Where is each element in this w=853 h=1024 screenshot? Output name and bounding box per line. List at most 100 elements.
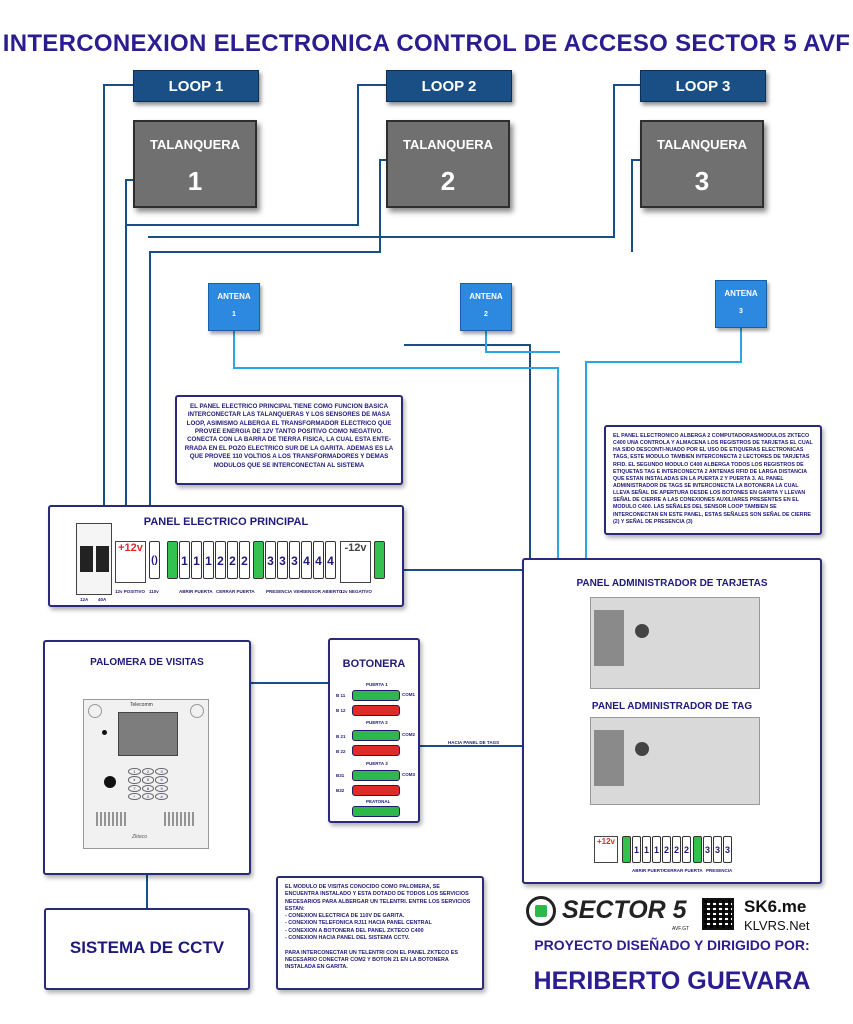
antenna-3-label: ANTENA bbox=[724, 289, 758, 298]
credit-line: PROYECTO DISEÑADO Y DIRIGIDO POR: bbox=[534, 937, 810, 953]
gate-1-number: 1 bbox=[187, 166, 203, 196]
key-6[interactable]: 6 bbox=[155, 776, 168, 784]
tag-terminal-1b: 1 bbox=[642, 836, 651, 863]
loop-3-label: LOOP 3 bbox=[675, 78, 731, 95]
speaker-grill-right-icon bbox=[164, 812, 194, 826]
breaker-block bbox=[76, 523, 112, 595]
tag-terminal-2c: 2 bbox=[682, 836, 691, 863]
board-tag-chip bbox=[594, 730, 624, 786]
key-7[interactable]: 7 bbox=[128, 784, 141, 792]
group-label-abrir: ABRIR PUERTA bbox=[179, 589, 213, 594]
gate-3: TALANQUERA 3 bbox=[640, 120, 764, 208]
terminal-2c: 2 bbox=[239, 541, 250, 579]
cctv-label: SISTEMA DE CCTV bbox=[69, 938, 225, 957]
wire-antenna-2 bbox=[485, 331, 560, 353]
button-b22[interactable] bbox=[352, 745, 400, 756]
key-hash[interactable]: # bbox=[155, 792, 168, 800]
tag-terminal-1a: 1 bbox=[632, 836, 641, 863]
loop-3: LOOP 3 bbox=[640, 70, 766, 102]
button-b21[interactable] bbox=[352, 730, 400, 741]
palomera-title: PALOMERA DE VISITAS bbox=[90, 657, 204, 668]
antenna-2-label: ANTENA bbox=[469, 292, 503, 301]
button-b21-label: B 21 bbox=[336, 734, 346, 739]
button-peatonal[interactable] bbox=[352, 806, 400, 817]
tag-positive-label: +12v bbox=[596, 837, 616, 846]
tag-positive-block: +12v bbox=[594, 836, 618, 863]
speaker-grill-left-icon bbox=[96, 812, 126, 826]
key-1[interactable]: 1 bbox=[128, 768, 141, 776]
breaker-40a bbox=[96, 546, 109, 572]
gate-1: TALANQUERA 1 bbox=[133, 120, 257, 208]
link-label-tags: HACIA PANEL DE TAGS bbox=[448, 740, 500, 745]
tag-terminal-2b: 2 bbox=[672, 836, 681, 863]
terminal-1c: 1 bbox=[203, 541, 214, 579]
gate-1-label: TALANQUERA bbox=[149, 137, 241, 152]
sector5-logo-mark bbox=[535, 905, 547, 917]
antenna-2: ANTENA 2 bbox=[460, 283, 512, 331]
antenna-3-number: 3 bbox=[739, 308, 743, 315]
key-9[interactable]: 9 bbox=[155, 784, 168, 792]
key-star[interactable]: * bbox=[128, 792, 141, 800]
puerta-2-label: PUERTA 2 bbox=[366, 720, 388, 725]
group-label-12v-pos: 12v POSITIVO bbox=[115, 589, 146, 594]
panel-tarjetas-title: PANEL ADMINISTRADOR DE TARJETAS bbox=[576, 578, 768, 589]
palomera-de-visitas: PALOMERA DE VISITAS Telecomm 1 2 3 4 5 6… bbox=[43, 640, 251, 875]
button-b12-label: B 12 bbox=[336, 708, 346, 713]
group-label-sensor: SENSOR ABIERTO bbox=[302, 589, 343, 594]
board-tag bbox=[590, 717, 760, 805]
negative-block: -12v bbox=[340, 541, 371, 583]
loop-2-label: LOOP 2 bbox=[421, 78, 477, 95]
antenna-1-number: 1 bbox=[232, 311, 236, 318]
note-panel-electrico: EL PANEL ELECTRICO PRINCIPAL TIENE COMO … bbox=[175, 395, 403, 485]
key-0[interactable]: 0 bbox=[141, 792, 155, 800]
botonera-title: BOTONERA bbox=[342, 658, 406, 670]
panel-electrico-principal: PANEL ELECTRICO PRINCIPAL 12A 40A +12v (… bbox=[48, 505, 404, 607]
gate-3-number: 3 bbox=[694, 166, 710, 196]
group-label-110v: 110v bbox=[149, 589, 159, 594]
button-b31[interactable] bbox=[352, 770, 400, 781]
palomera-device: Telecomm 1 2 3 4 5 6 7 8 9 * 0 # Zkteco bbox=[83, 699, 209, 849]
terminal-4c: 4 bbox=[325, 541, 336, 579]
tag-terminal-3b: 3 bbox=[713, 836, 722, 863]
gate-3-label: TALANQUERA bbox=[656, 137, 748, 152]
key-5[interactable]: 5 bbox=[141, 776, 155, 784]
board-tarjetas-battery bbox=[635, 624, 649, 638]
com2-label: COM2 bbox=[402, 732, 416, 737]
wire-antenna-1 bbox=[233, 331, 559, 558]
note-panel-electronico: EL PANEL ELECTRONICO ALBERGA 2 COMPUTADO… bbox=[604, 425, 822, 535]
board-tarjetas bbox=[590, 597, 760, 689]
group-label-presencia: PRESENCIA VEH bbox=[266, 589, 303, 594]
tag-terminal-green-2 bbox=[693, 836, 702, 863]
wire-gate-1 bbox=[125, 179, 133, 505]
wire-gate-3 bbox=[631, 159, 640, 252]
key-4[interactable]: 4 bbox=[128, 776, 141, 784]
breaker-label-12a: 12A bbox=[80, 597, 89, 602]
site-link-2[interactable]: KLVRS.Net bbox=[744, 918, 810, 933]
palomera-brand: Telecomm bbox=[130, 702, 153, 708]
button-b12[interactable] bbox=[352, 705, 400, 716]
wire-gate-2 bbox=[149, 159, 386, 505]
key-8[interactable]: 8 bbox=[141, 784, 155, 792]
breaker-12a bbox=[80, 546, 93, 572]
palomera-keypad: 1 2 3 4 5 6 7 8 9 * 0 # bbox=[128, 768, 168, 800]
group-label-12v-neg: 12v NEGATIVO bbox=[340, 589, 372, 594]
button-b32[interactable] bbox=[352, 785, 400, 796]
sistema-cctv: SISTEMA DE CCTV bbox=[44, 908, 250, 990]
gate-2-number: 2 bbox=[440, 166, 456, 196]
speaker-right-icon bbox=[190, 704, 204, 718]
antenna-2-number: 2 bbox=[484, 311, 488, 318]
wire-antenna-3 bbox=[585, 328, 742, 558]
key-2[interactable]: 2 bbox=[141, 768, 155, 776]
button-b22-label: B 22 bbox=[336, 749, 346, 754]
puerta-1-label: PUERTA 1 bbox=[366, 682, 388, 687]
site-link-1[interactable]: SK6.me bbox=[744, 897, 807, 916]
button-b11-label: B 11 bbox=[336, 693, 346, 698]
terminal-green-1 bbox=[167, 541, 178, 579]
wire-loop-1 bbox=[103, 84, 133, 505]
button-b11[interactable] bbox=[352, 690, 400, 701]
key-3[interactable]: 3 bbox=[155, 768, 168, 776]
tag-group-cerrar: CERRAR PUERTA bbox=[664, 868, 703, 873]
botonera: BOTONERA PUERTA 1 B 11 B 12 COM1 PUERTA … bbox=[328, 638, 420, 823]
com3-label: COM3 bbox=[402, 772, 416, 777]
terminal-4a: 4 bbox=[301, 541, 312, 579]
